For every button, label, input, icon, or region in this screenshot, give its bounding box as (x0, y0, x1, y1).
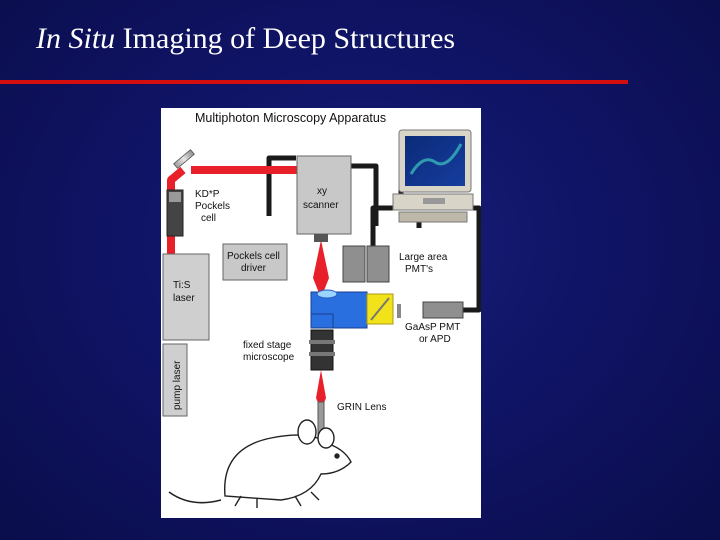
grin-label: GRIN Lens (337, 402, 386, 413)
diagram-title: Multiphoton Microscopy Apparatus (195, 111, 386, 125)
tis-label-1: Ti:S (173, 280, 191, 291)
xy-scanner: xy scanner (296, 155, 352, 242)
large-pmt-label-1: Large area (399, 252, 448, 263)
microscope-objective: fixed stage microscope (243, 329, 335, 371)
turning-mirror-icon (173, 149, 195, 169)
kdp-label-2: Pockels (195, 201, 230, 212)
computer-workstation (392, 129, 474, 223)
driver-label-1: Pockels cell (227, 251, 280, 262)
driver-label-2: driver (241, 263, 267, 274)
slide-title: In Situ Imaging of Deep Structures (36, 22, 455, 56)
fixed-stage-label-2: microscope (243, 352, 295, 363)
large-pmt-label-2: PMT's (405, 264, 433, 275)
kdp-pockels-cell: KD*P Pockels cell (166, 189, 230, 237)
focused-beam-upper (313, 240, 329, 298)
title-divider (0, 80, 628, 84)
tis-laser: Ti:S laser (162, 253, 210, 341)
kdp-label-3: cell (201, 213, 216, 224)
mouse-icon (168, 419, 352, 508)
dichroic-block (310, 289, 394, 329)
kdp-label-1: KD*P (195, 189, 220, 200)
slide-title-italic: In Situ (36, 22, 116, 55)
gaasp-pmt: GaAsP PMT or APD (397, 301, 464, 345)
apparatus-figure: Multiphoton Microscopy Apparatus KD*P Po… (161, 108, 481, 518)
pump-laser: pump laser (162, 343, 188, 417)
fixed-stage-label-1: fixed stage (243, 340, 292, 351)
large-area-pmts: Large area PMT's (342, 245, 448, 283)
xy-label-2: scanner (303, 200, 339, 211)
gaasp-label-2: or APD (419, 334, 451, 345)
focused-beam-lower (316, 370, 326, 410)
pockels-cell-driver: Pockels cell driver (222, 243, 288, 281)
apparatus-diagram: Multiphoton Microscopy Apparatus KD*P Po… (162, 111, 481, 508)
pump-label: pump laser (172, 360, 183, 410)
slide-title-rest: Imaging of Deep Structures (115, 22, 456, 55)
gaasp-label-1: GaAsP PMT (405, 322, 460, 333)
xy-label-1: xy (317, 186, 327, 197)
tis-label-2: laser (173, 293, 195, 304)
